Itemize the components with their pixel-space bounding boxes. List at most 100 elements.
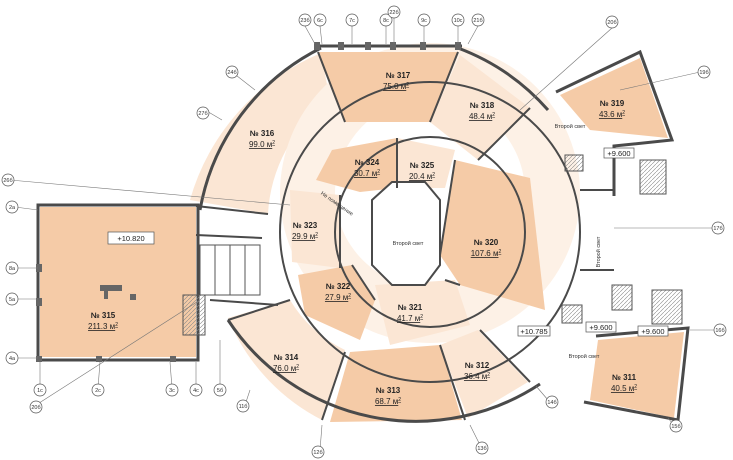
room-area: 29.9 м2 [292, 232, 318, 241]
axis-label: 8а [9, 266, 16, 272]
room-321: № 321 41.7 м2 [397, 303, 423, 323]
room-317: № 317 75.0 м2 [383, 71, 411, 91]
room-324-shape [316, 138, 397, 192]
room-319: № 319 43.6 м2 [599, 99, 625, 119]
level-mark-319: +9.600 [607, 149, 630, 158]
second-light-319: Второй свет [555, 123, 586, 130]
room-318: № 318 48.4 м2 [469, 101, 495, 121]
room-number: № 311 [612, 373, 637, 382]
room-area: 107.6 м2 [471, 249, 502, 258]
axis-label: 27б [198, 111, 207, 117]
axis-label: 1с [37, 388, 43, 394]
level-mark-left: +9.600 [589, 323, 612, 332]
room-312-shape [440, 330, 528, 418]
room-area: 76.0 м2 [273, 364, 299, 373]
axis-label: 3с [169, 388, 175, 394]
axis-label: 7с [349, 18, 355, 24]
axis-label: 22б [389, 10, 398, 16]
room-area: 75.0 м2 [383, 82, 409, 91]
axis-label: 2а [9, 205, 16, 211]
room-319-shape [560, 58, 668, 138]
room-324: № 324 30.7 м2 [354, 158, 380, 178]
room-315-shape [40, 207, 196, 357]
room-318-shape [430, 55, 530, 160]
room-321-shape [375, 280, 470, 345]
room-number: № 314 [274, 353, 299, 362]
room-area: 211.3 м2 [88, 322, 118, 331]
axis-label: 17б [713, 226, 722, 232]
room-325-shape [397, 138, 455, 188]
room-labels: № 317 75.0 м2 № 318 48.4 м2 № 319 43.6 м… [88, 71, 637, 406]
axis-label: 23б [300, 18, 309, 24]
level-markers: +10.820 +9.600 +9.600 +9.600 +10.785 [107, 147, 669, 337]
room-number: № 323 [293, 221, 318, 230]
room-area: 43.6 м2 [599, 110, 625, 119]
level-mark-315: +10.820 [117, 234, 144, 243]
axis-label: 2с [95, 388, 101, 394]
walls [36, 44, 690, 423]
room-area: 30.7 м2 [354, 169, 380, 178]
second-light-center: Второй свет [393, 240, 424, 247]
axis-label: 5б [217, 388, 223, 394]
room-area: 68.7 м2 [375, 397, 401, 406]
room-314-shape [228, 300, 345, 420]
axis-label: 8с [383, 18, 389, 24]
room-number: № 322 [326, 282, 351, 291]
axis-label: 26б [3, 178, 12, 184]
axis-label: 9с [421, 18, 427, 24]
second-light-corridor: Второй свет [595, 236, 602, 267]
axis-label: 4а [9, 356, 16, 362]
axis-label: 10с [454, 18, 463, 24]
room-316: № 316 99.0 м2 [249, 129, 275, 149]
room-number: № 318 [470, 101, 495, 110]
room-322: № 322 27.9 м2 [325, 282, 351, 302]
room-313: № 313 68.7 м2 [375, 386, 401, 406]
columns [36, 42, 461, 362]
axis-label: 21б [473, 18, 482, 24]
room-322-shape [298, 265, 375, 340]
room-number: № 320 [474, 238, 499, 247]
room-315: № 315 211.3 м2 [88, 311, 118, 331]
room-311-shape [590, 332, 684, 418]
room-number: № 315 [91, 311, 116, 320]
room-number: № 325 [410, 161, 435, 170]
axis-label: 16б [715, 328, 724, 334]
axis-label: 6с [317, 18, 323, 24]
room-area: 27.9 м2 [325, 293, 351, 302]
stairs [182, 154, 683, 336]
room-325: № 325 20.4 м2 [409, 161, 435, 181]
room-area: 41.7 м2 [397, 314, 423, 323]
axis-labels: 23б 6с 7с 8с 22б 9с 10с 21б 20б 19б 24б … [3, 10, 724, 456]
room-number: № 319 [600, 99, 625, 108]
axis-label: 15б [671, 424, 680, 430]
room-area: 40.5 м2 [611, 384, 637, 393]
axis-label: 11б [239, 404, 248, 410]
axis-label: 19б [699, 70, 708, 76]
room-323-shape [290, 190, 340, 268]
room-area: 99.0 м2 [249, 140, 275, 149]
room-323: № 323 29.9 м2 [292, 221, 318, 241]
room-area: 48.4 м2 [469, 112, 495, 121]
room-number: № 312 [465, 361, 490, 370]
room-314: № 314 76.0 м2 [273, 353, 299, 373]
room-area: 36.4 м2 [464, 372, 490, 381]
axis-label: 5а [9, 297, 16, 303]
room-313-shape [330, 345, 462, 422]
level-mark-311: +9.600 [641, 327, 664, 336]
room-number: № 313 [376, 386, 401, 395]
room-area: 20.4 м2 [409, 172, 435, 181]
axis-label: 12б [313, 450, 322, 456]
room-316-shape [190, 53, 330, 214]
room-312: № 312 36.4 м2 [464, 361, 490, 381]
room-311: № 311 40.5 м2 [611, 373, 637, 393]
room-fills [40, 43, 684, 422]
axis-label: 13б [477, 446, 486, 452]
axis-label: 20б [31, 405, 40, 411]
room-320: № 320 107.6 м2 [471, 238, 502, 258]
room-number: № 324 [355, 158, 380, 167]
axis-label: 20б [607, 20, 616, 26]
axis-label: 24б [227, 70, 236, 76]
second-light-311: Второй свет [569, 353, 600, 360]
room-number: № 317 [386, 71, 411, 80]
